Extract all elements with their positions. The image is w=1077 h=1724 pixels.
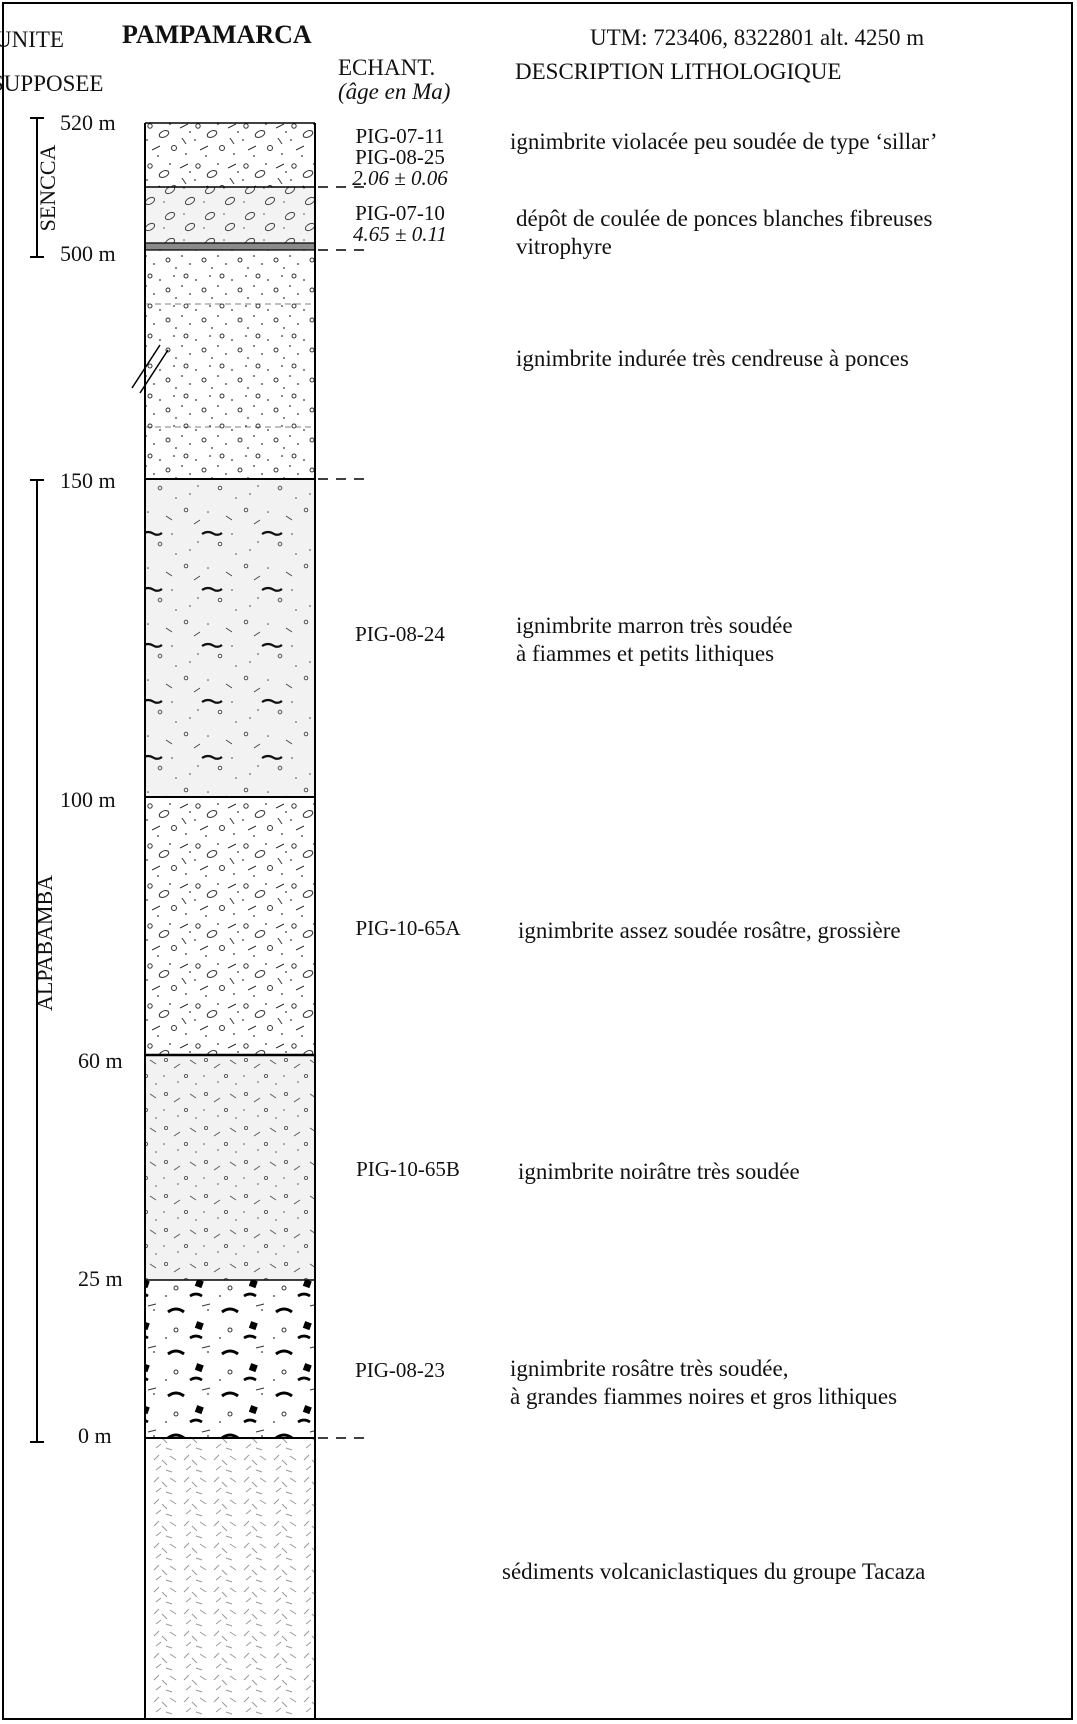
layer-fill [145,797,315,1055]
depth-label-60: 60 m [78,1048,123,1073]
sample-label-layer-5: PIG-10-65A [338,918,478,939]
layer-description: ignimbrite rosâtre très soudée, à grande… [510,1356,898,1409]
layer-fill [145,187,315,243]
vitrophyre-band [145,243,315,250]
layer-description: ignimbrite indurée très cendreuse à ponc… [516,346,909,371]
sample-id: PIG-07-10 [355,201,445,225]
layer-description: ignimbrite noirâtre très soudée [518,1159,800,1184]
sample-id: PIG-08-25 [355,145,445,169]
sample-id: PIG-07-11 [355,124,445,148]
sample-id: PIG-08-23 [355,1358,445,1382]
section-title: PAMPAMARCA [122,20,312,49]
layer-fill [145,1280,315,1438]
sample-age: 2.06 ± 0.06 [352,166,448,190]
sample-header-age: (âge en Ma) [338,79,451,104]
unit-header-line1: UNITE [0,27,64,52]
sample-header: ECHANT. [338,55,436,80]
depth-label-100: 100 m [60,787,116,812]
sample-id: PIG-10-65A [355,916,461,940]
depth-label-25: 25 m [78,1266,123,1291]
layer-description: ignimbrite violacée peu soudée de type ‘… [510,129,938,154]
layer-description: dépôt de coulée de ponces blanches fibre… [516,206,933,259]
unit-header-line2: SUPPOSEE [0,71,104,96]
sample-label-layer-7: PIG-08-23 [330,1360,470,1381]
sample-age: 4.65 ± 0.11 [353,222,447,246]
sample-label-layer-2: PIG-07-10 4.65 ± 0.11 [330,203,470,245]
layer-fill [145,123,315,187]
sample-id: PIG-10-65B [356,1157,460,1181]
scale-break [139,349,169,394]
description-header: DESCRIPTION LITHOLOGIQUE [515,59,842,84]
layer-description: ignimbrite marron très soudée à fiammes … [516,613,793,666]
scale-break [131,344,161,389]
depth-label-500: 500 m [60,241,116,266]
sample-label-layer-4: PIG-08-24 [330,624,470,645]
layer-fill [145,479,315,797]
layer-fill [145,1055,315,1280]
sample-id: PIG-08-24 [355,622,445,646]
depth-label-150: 150 m [60,468,116,493]
depth-label-0: 0 m [78,1423,112,1448]
layer-fill [145,1438,315,1718]
depth-label-520: 520 m [60,110,116,135]
layer-description: ignimbrite assez soudée rosâtre, grossiè… [518,918,901,943]
utm-coordinates: UTM: 723406, 8322801 alt. 4250 m [590,25,925,50]
layer-fill [145,250,315,479]
sample-label-layer-1: PIG-07-11 PIG-08-25 2.06 ± 0.06 [330,126,470,189]
sample-label-layer-6: PIG-10-65B [338,1159,478,1180]
layer-description: sédiments volcaniclastiques du groupe Ta… [502,1559,926,1584]
